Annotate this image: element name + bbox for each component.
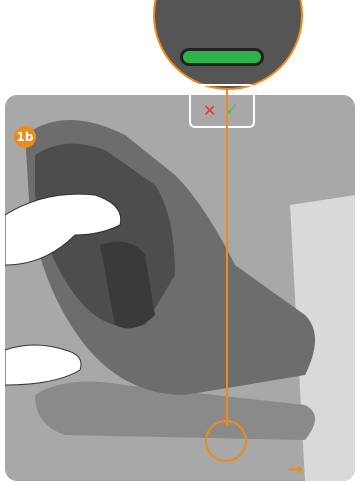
iso-fix-label: ISO-FIX SYSTEM ✕ ✓ bbox=[189, 84, 255, 128]
indicator-zoom bbox=[153, 0, 303, 90]
iso-fix-label-text: ISO-FIX SYSTEM bbox=[191, 90, 253, 97]
direction-arrow-icon: → bbox=[288, 459, 303, 480]
callout-target bbox=[205, 420, 247, 462]
callout-line bbox=[226, 88, 228, 425]
cross-icon: ✕ bbox=[203, 101, 216, 120]
step-badge: 1b bbox=[14, 126, 36, 148]
illustration-panel bbox=[5, 95, 355, 481]
indicator-light-icon bbox=[183, 51, 261, 63]
lower-hand bbox=[5, 345, 81, 385]
car-seat-illustration bbox=[5, 95, 355, 481]
zoom-circle bbox=[153, 0, 303, 90]
